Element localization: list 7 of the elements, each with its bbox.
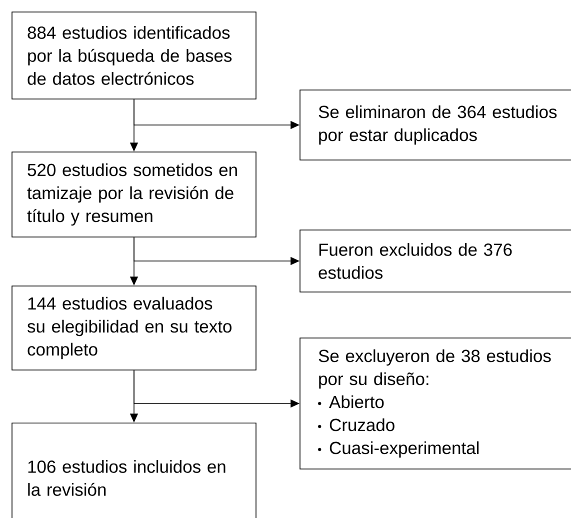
exclusion-box: Fueron excluidos de 376 estudios [300,230,571,292]
process-box: 520 estudios sometidos en tamizaje por la revisión de título y resumen [12,152,256,238]
process-box: 144 estudios evaluados su elegibilidad en su texto completo [12,286,256,370]
exclusion-box: Se eliminaron de 364 estudios por estar duplicados [300,90,571,160]
process-box: 884 estudios identificados por la búsqueda de bases de datos electrónicos [12,12,256,100]
process-box: 106 estudios incluidos en la revisión [12,422,256,518]
exclusion-box: Se excluyeron de 38 estudios por su diseño: Abierto Cruzado Cuasi-experimental [300,338,571,470]
